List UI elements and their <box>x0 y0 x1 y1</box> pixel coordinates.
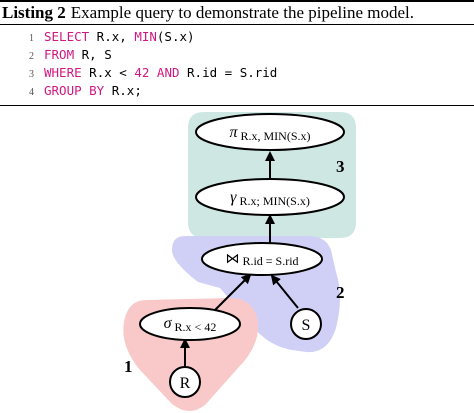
selection-symbol: σ <box>164 315 173 332</box>
groupby-subscript: R.x; MIN(S.x) <box>239 194 309 208</box>
scan-r-label: R <box>180 375 191 392</box>
scan-s-node: S <box>290 308 322 340</box>
scan-r-node: R <box>169 366 201 398</box>
code-keyword: GROUP BY <box>44 83 105 98</box>
line-number: 4 <box>29 87 34 98</box>
listing-top-rule <box>0 0 474 2</box>
code-keyword: 42 <box>134 65 150 80</box>
code-line: 3 WHERE R.x < 42 AND R.id = S.rid <box>0 65 474 83</box>
listing-caption-text: Example query to demonstrate the pipelin… <box>70 3 414 22</box>
svg-text:π R.x, MIN(S.x): π R.x, MIN(S.x) <box>229 124 310 143</box>
pipeline-3-number: 3 <box>336 157 345 176</box>
projection-node: π R.x, MIN(S.x) <box>195 113 345 151</box>
code-block: 1 SELECT R.x, MIN(S.x) 2 FROM R, S 3 WHERE R.… <box>0 25 474 105</box>
code-keyword: WHERE <box>44 65 82 80</box>
pipeline-2-number: 2 <box>336 283 345 302</box>
code-line: 4 GROUP BY R.x; <box>0 83 474 101</box>
line-number: 2 <box>29 51 34 62</box>
listing-label: Listing 2 <box>2 3 66 22</box>
projection-subscript: R.x, MIN(S.x) <box>241 129 311 143</box>
code-text: R.x < <box>81 65 135 80</box>
edge-selection-to-join <box>212 273 252 313</box>
svg-text:σ R.x < 42: σ R.x < 42 <box>164 315 217 334</box>
groupby-symbol: γ <box>230 189 237 206</box>
selection-node: σ R.x < 42 <box>139 307 241 341</box>
code-text: R.id = S.rid <box>179 65 278 80</box>
selection-subscript: R.x < 42 <box>175 320 217 334</box>
groupby-node: γ R.x; MIN(S.x) <box>195 178 345 216</box>
code-text: R.x; <box>104 83 142 98</box>
line-number: 3 <box>29 69 34 80</box>
code-text: (S.x) <box>156 29 195 44</box>
code-text: R.x, <box>89 29 135 44</box>
listing-mid-rule <box>0 24 474 25</box>
projection-symbol: π <box>229 124 238 141</box>
code-keyword: MIN <box>134 29 157 44</box>
join-subscript: R.id = S.rid <box>242 254 298 268</box>
code-text: R, S <box>74 47 112 62</box>
line-number: 1 <box>29 33 34 44</box>
code-line: 1 SELECT R.x, MIN(S.x) <box>0 29 474 47</box>
code-keyword: AND <box>156 65 180 80</box>
listing-bottom-rule <box>0 105 474 106</box>
code-keyword: FROM <box>44 47 75 62</box>
join-node: ⋈ R.id = S.rid <box>201 242 323 276</box>
join-symbol: ⋈ <box>225 252 239 267</box>
code-keyword: SELECT <box>44 29 90 44</box>
svg-text:γ R.x; MIN(S.x): γ R.x; MIN(S.x) <box>230 189 310 208</box>
scan-s-label: S <box>302 317 311 334</box>
svg-text:⋈ R.id = S.rid: ⋈ R.id = S.rid <box>225 252 298 268</box>
edge-s-to-join <box>270 274 299 309</box>
pipeline-1-number: 1 <box>124 357 133 376</box>
code-line: 2 FROM R, S <box>0 47 474 65</box>
